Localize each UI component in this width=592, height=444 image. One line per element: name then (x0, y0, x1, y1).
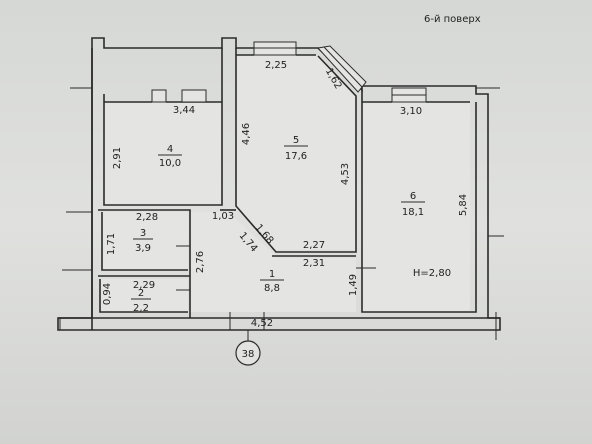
room-3-number: 3 (140, 228, 146, 239)
dim-4-46: 4,46 (241, 123, 252, 145)
dim-1-49: 1,49 (348, 274, 359, 296)
dim-2-91: 2,91 (112, 147, 123, 169)
windows (151, 41, 427, 103)
room-labels: 4 10,0 5 17,6 6 18,1 3 3,9 2 2,2 1 8,8 (131, 135, 425, 314)
dim-4-52: 4,52 (251, 318, 273, 329)
room-2-shape (100, 279, 188, 312)
room-2-area: 2,2 (133, 303, 149, 314)
room-3-area: 3,9 (135, 243, 151, 254)
dim-3-10: 3,10 (400, 106, 422, 117)
dim-0-94: 0,94 (102, 283, 113, 305)
dim-2-27: 2,27 (303, 240, 325, 251)
dim-2-25: 2,25 (265, 60, 287, 71)
axis-marker: 38 (235, 340, 261, 366)
interior-walls (58, 48, 500, 330)
ceiling-height: H=2,80 (413, 268, 451, 279)
dimension-ticks (59, 87, 504, 344)
room-6-area: 18,1 (402, 207, 424, 218)
dim-2-28: 2,28 (136, 212, 158, 223)
room-3-shape (102, 212, 188, 270)
window-room-5-diagonal (317, 45, 367, 93)
dim-2-76: 2,76 (195, 251, 206, 273)
room-6-shape (362, 102, 470, 312)
window-room-4-b (181, 89, 207, 103)
room-5-area: 17,6 (285, 151, 307, 162)
room-1-number: 1 (269, 269, 275, 280)
building-outline (57, 37, 501, 331)
room-5-shape (236, 55, 356, 250)
room-1-area: 8,8 (264, 283, 280, 294)
room-4-shape (104, 102, 222, 205)
floor-label: 6-й поверх (424, 14, 481, 25)
dim-1-71: 1,71 (106, 233, 117, 255)
room-4-area: 10,0 (159, 158, 181, 169)
dim-3-44: 3,44 (173, 105, 195, 116)
dim-4-53: 4,53 (340, 163, 351, 185)
dim-2-29: 2,29 (133, 280, 155, 291)
room-shapes (100, 55, 470, 312)
room-6-number: 6 (410, 191, 416, 202)
room-4-number: 4 (167, 144, 173, 155)
room-2-number: 2 (138, 288, 144, 299)
dim-5-84: 5,84 (458, 194, 469, 216)
axis-marker-label: 38 (242, 349, 255, 360)
room-5-number: 5 (293, 135, 299, 146)
room-1-shape (190, 212, 356, 312)
window-room-4 (151, 89, 167, 103)
dim-1-03: 1,03 (212, 211, 234, 222)
dim-2-31: 2,31 (303, 258, 325, 269)
